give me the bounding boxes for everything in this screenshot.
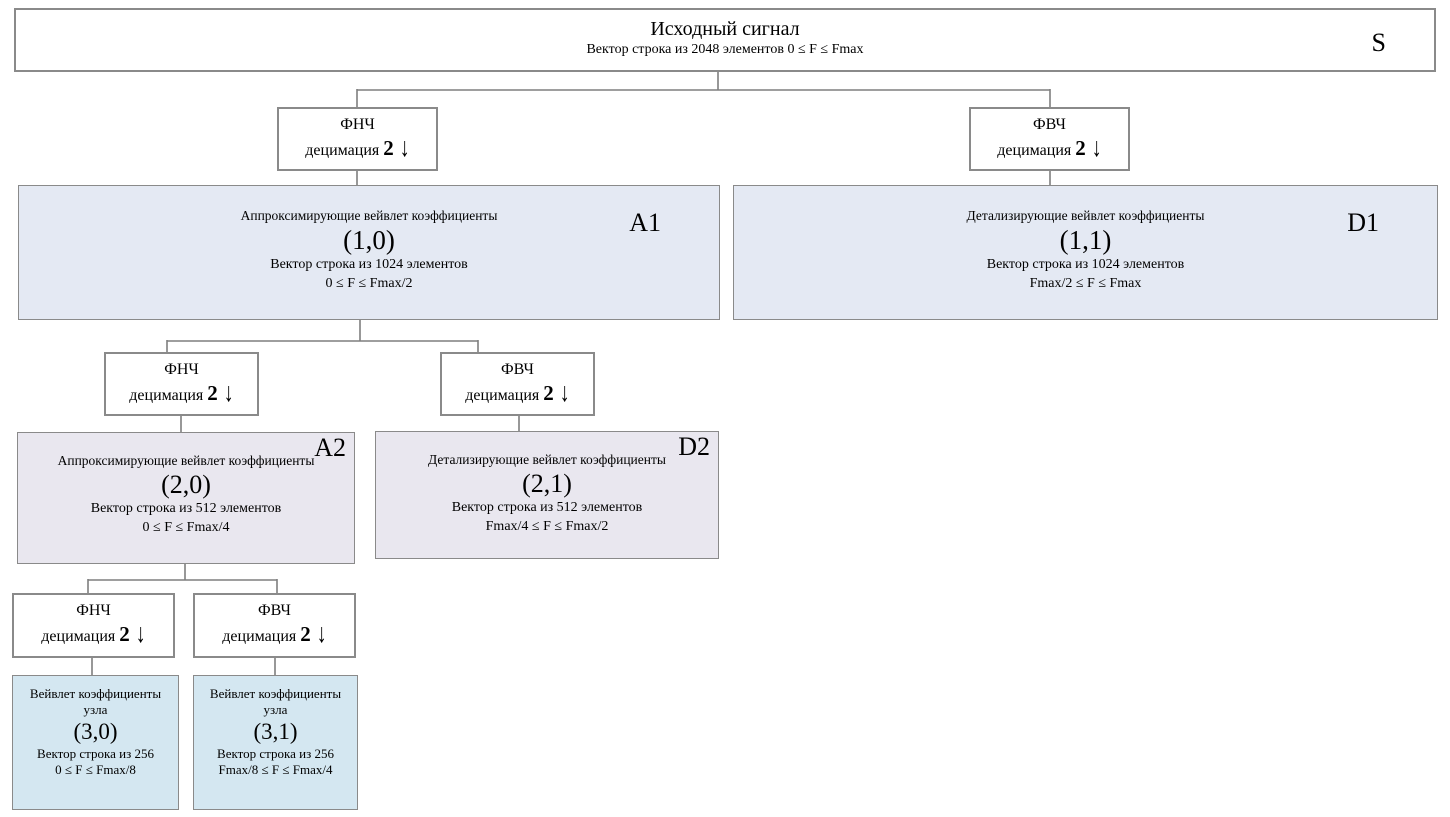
filter-name: ФНЧ bbox=[76, 602, 111, 619]
decimation-factor: 2 bbox=[1075, 136, 1086, 161]
filter-operation: децимация bbox=[305, 142, 380, 160]
decimation-factor: 2 bbox=[543, 381, 554, 406]
filter-operation: децимация bbox=[997, 142, 1072, 160]
node-title: Вейвлет коэффициенты узла bbox=[209, 686, 342, 718]
down-arrow-icon: ↓ bbox=[399, 133, 410, 164]
node-title: Аппроксимирующие вейвлет коэффициенты bbox=[57, 453, 315, 468]
wavelet-node-3-1: Вейвлет коэффициенты узла (3,1) Вектор с… bbox=[193, 675, 358, 810]
down-arrow-icon: ↓ bbox=[1091, 133, 1102, 164]
node-vector: Вектор строка из 512 элементов bbox=[451, 499, 643, 515]
node-range: Fmax/2 ≤ F ≤ Fmax bbox=[1029, 275, 1142, 291]
node-index: (3,0) bbox=[73, 718, 118, 744]
node-index: (1,0) bbox=[343, 224, 395, 255]
source-signal-title: Исходный сигнал bbox=[650, 18, 800, 40]
decimation-factor: 2 bbox=[383, 136, 394, 161]
node-title: Аппроксимирующие вейвлет коэффициенты bbox=[240, 208, 498, 223]
node-tag-d1: D1 bbox=[1347, 208, 1379, 237]
filter-name: ФНЧ bbox=[164, 361, 199, 378]
detail-node-2-1: Детализирующие вейвлет коэффициенты (2,1… bbox=[375, 431, 719, 559]
node-vector: Вектор строка из 1024 элементов bbox=[986, 256, 1185, 272]
node-range: Fmax/8 ≤ F ≤ Fmax/4 bbox=[218, 762, 333, 778]
filter-name: ФВЧ bbox=[1033, 116, 1066, 133]
down-arrow-icon: ↓ bbox=[223, 378, 234, 409]
decimation-factor: 2 bbox=[119, 622, 130, 647]
node-index: (2,1) bbox=[522, 468, 572, 498]
connector-group bbox=[87, 72, 1051, 675]
node-range: Fmax/4 ≤ F ≤ Fmax/2 bbox=[485, 518, 609, 534]
node-index: (2,0) bbox=[161, 469, 211, 499]
decimation-factor: 2 bbox=[300, 622, 311, 647]
filter-operation: децимация bbox=[222, 628, 297, 646]
approximation-node-2-0: Аппроксимирующие вейвлет коэффициенты (2… bbox=[17, 432, 355, 564]
filter-operation: децимация bbox=[129, 387, 204, 405]
node-index: (3,1) bbox=[253, 718, 298, 744]
down-arrow-icon: ↓ bbox=[559, 378, 570, 409]
filter-name: ФВЧ bbox=[258, 602, 291, 619]
node-title: Детализирующие вейвлет коэффициенты bbox=[966, 208, 1205, 223]
source-signal-box: Исходный сигнал Вектор строка из 2048 эл… bbox=[14, 8, 1436, 72]
filter-name: ФВЧ bbox=[501, 361, 534, 378]
filter-name: ФНЧ bbox=[340, 116, 375, 133]
node-tag-a1: A1 bbox=[629, 208, 661, 237]
approximation-node-1-0: Аппроксимирующие вейвлет коэффициенты (1… bbox=[18, 185, 720, 320]
node-vector: Вектор строка из 256 bbox=[37, 745, 154, 761]
down-arrow-icon: ↓ bbox=[135, 619, 146, 650]
node-title: Детализирующие вейвлет коэффициенты bbox=[428, 452, 666, 467]
detail-node-1-1: Детализирующие вейвлет коэффициенты (1,1… bbox=[733, 185, 1438, 320]
node-range: 0 ≤ F ≤ Fmax/2 bbox=[325, 275, 413, 291]
filter-operation: децимация bbox=[465, 387, 540, 405]
down-arrow-icon: ↓ bbox=[316, 619, 327, 650]
node-title: Вейвлет коэффициенты узла bbox=[29, 686, 162, 718]
filter-operation: децимация bbox=[41, 628, 116, 646]
node-vector: Вектор строка из 512 элементов bbox=[90, 500, 282, 516]
node-vector: Вектор строка из 1024 элементов bbox=[270, 256, 468, 272]
node-tag-s: S bbox=[1371, 28, 1386, 57]
source-signal-subtitle: Вектор строка из 2048 элементов 0 ≤ F ≤ … bbox=[586, 42, 864, 57]
decimation-factor: 2 bbox=[207, 381, 218, 406]
node-tag-a2: A2 bbox=[314, 433, 346, 462]
node-vector: Вектор строка из 256 bbox=[217, 745, 334, 761]
node-range: 0 ≤ F ≤ Fmax/4 bbox=[142, 519, 230, 535]
node-index: (1,1) bbox=[1059, 224, 1112, 255]
node-range: 0 ≤ F ≤ Fmax/8 bbox=[55, 762, 136, 778]
wavelet-node-3-0: Вейвлет коэффициенты узла (3,0) Вектор с… bbox=[12, 675, 179, 810]
node-tag-d2: D2 bbox=[678, 432, 710, 461]
